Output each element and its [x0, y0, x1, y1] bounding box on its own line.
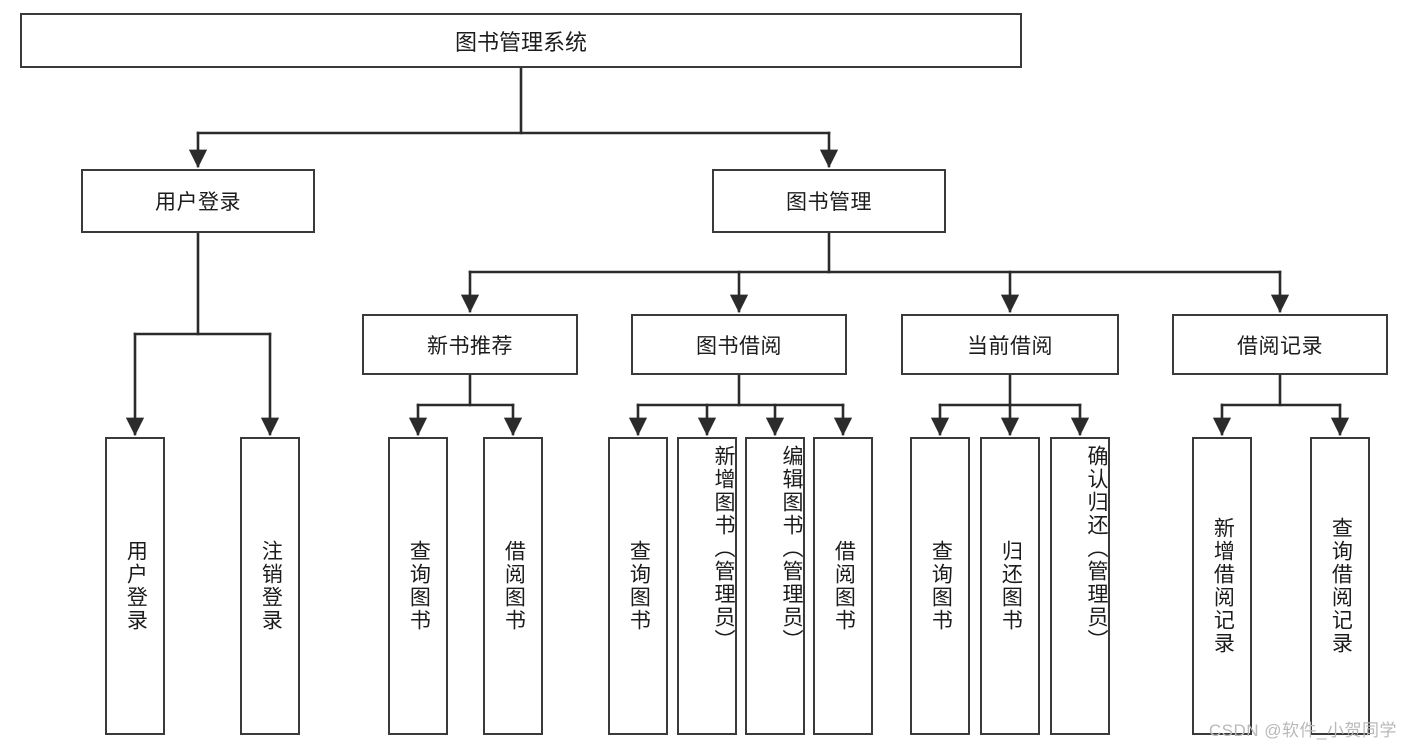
- node-new-book-rec[interactable]: 新书推荐: [362, 314, 578, 375]
- leaf-logout[interactable]: 注销登录: [240, 437, 300, 735]
- leaf-logout-label: 注销登录: [259, 540, 283, 632]
- leaf-query-book-b[interactable]: 查询图书: [608, 437, 668, 735]
- leaf-confirm-return-label: 确认归还（管理员）: [1085, 445, 1108, 652]
- node-book-manage-label: 图书管理: [786, 191, 872, 214]
- node-current-borrow[interactable]: 当前借阅: [901, 314, 1119, 375]
- leaf-query-book-c[interactable]: 查询图书: [910, 437, 970, 735]
- leaf-query-record-label: 查询借阅记录: [1329, 517, 1353, 655]
- node-user-login-label: 用户登录: [155, 191, 241, 214]
- leaf-user-login[interactable]: 用户登录: [105, 437, 165, 735]
- leaf-query-book-a-label: 查询图书: [407, 540, 431, 632]
- node-new-book-rec-label: 新书推荐: [427, 334, 513, 358]
- leaf-borrow-book-a-label: 借阅图书: [502, 540, 526, 632]
- node-book-borrow[interactable]: 图书借阅: [631, 314, 847, 375]
- leaf-add-record[interactable]: 新增借阅记录: [1192, 437, 1252, 735]
- node-root-label: 图书管理系统: [454, 29, 587, 55]
- leaf-user-login-label: 用户登录: [124, 540, 148, 632]
- node-borrow-record[interactable]: 借阅记录: [1172, 314, 1388, 375]
- leaf-return-book-label: 归还图书: [999, 540, 1023, 632]
- node-current-borrow-label: 当前借阅: [967, 334, 1053, 358]
- leaf-edit-book[interactable]: 编辑图书（管理员）: [745, 437, 805, 735]
- leaf-query-book-b-label: 查询图书: [627, 540, 651, 632]
- leaf-query-book-c-label: 查询图书: [929, 540, 953, 632]
- node-borrow-record-label: 借阅记录: [1237, 334, 1323, 358]
- leaf-query-record[interactable]: 查询借阅记录: [1310, 437, 1370, 735]
- node-user-login[interactable]: 用户登录: [81, 169, 315, 233]
- watermark: CSDN @软件_小贺同学: [1208, 721, 1397, 740]
- leaf-confirm-return[interactable]: 确认归还（管理员）: [1050, 437, 1110, 735]
- leaf-add-record-label: 新增借阅记录: [1211, 517, 1235, 655]
- node-book-manage[interactable]: 图书管理: [712, 169, 946, 233]
- leaf-borrow-book-b-label: 借阅图书: [832, 540, 856, 632]
- leaf-add-book[interactable]: 新增图书（管理员）: [677, 437, 737, 735]
- leaf-return-book[interactable]: 归还图书: [980, 437, 1040, 735]
- leaf-add-book-label: 新增图书（管理员）: [712, 445, 735, 652]
- leaf-borrow-book-b[interactable]: 借阅图书: [813, 437, 873, 735]
- node-book-borrow-label: 图书借阅: [696, 334, 782, 358]
- node-root[interactable]: 图书管理系统: [20, 13, 1022, 68]
- leaf-edit-book-label: 编辑图书（管理员）: [780, 445, 803, 652]
- leaf-borrow-book-a[interactable]: 借阅图书: [483, 437, 543, 735]
- leaf-query-book-a[interactable]: 查询图书: [388, 437, 448, 735]
